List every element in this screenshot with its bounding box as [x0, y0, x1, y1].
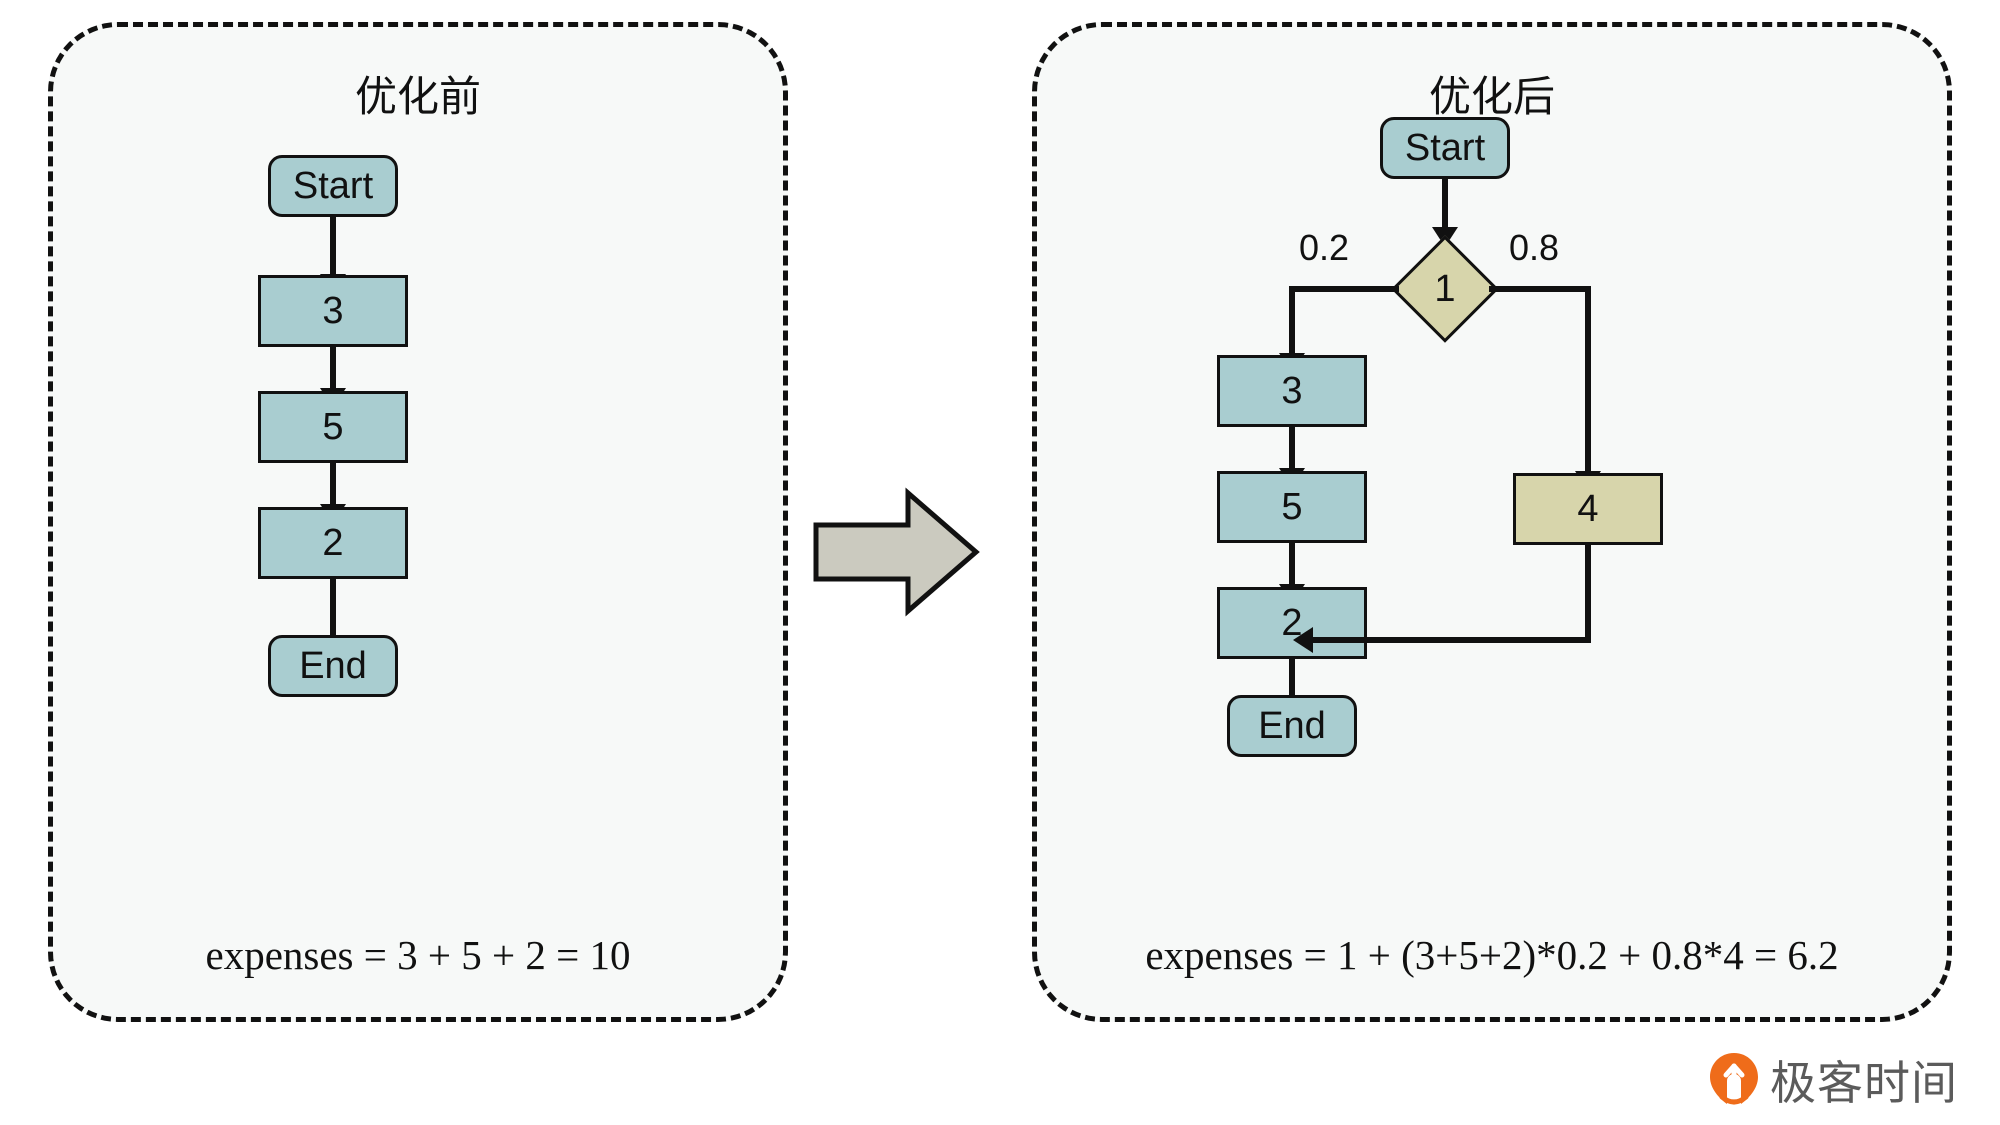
node-before-2-label: 2: [322, 521, 344, 564]
node-before-start[interactable]: Start: [268, 155, 398, 217]
geektime-logo-icon: [1708, 1051, 1760, 1109]
edge-before-5-to-2: [330, 463, 336, 509]
edge-after-4-merge: [1312, 637, 1591, 643]
panel-before-title: 优化前: [354, 73, 481, 120]
node-after-decision[interactable]: 1: [1391, 235, 1499, 343]
node-after-3[interactable]: 3: [1217, 355, 1367, 427]
edge-after-5-to-2: [1289, 543, 1295, 589]
node-after-start-label: Start: [1404, 126, 1486, 169]
node-after-2[interactable]: 2: [1217, 587, 1367, 659]
formula-after: expenses = 1 + (3+5+2)*0.2 + 0.8*4 = 6.2: [1145, 932, 1839, 978]
node-before-3-label: 3: [322, 289, 344, 332]
node-before-end-label: End: [299, 644, 367, 687]
watermark-text: 极客时间: [1770, 1057, 1958, 1109]
node-after-end[interactable]: End: [1227, 695, 1357, 757]
node-before-3[interactable]: 3: [258, 275, 408, 347]
edge-label-0-8: 0.8: [1509, 227, 1560, 268]
node-after-5-label: 5: [1281, 485, 1303, 528]
edge-after-right-down: [1585, 286, 1591, 476]
node-before-end[interactable]: End: [268, 635, 398, 697]
edge-after-decision-left: [1289, 286, 1399, 292]
watermark: 极客时间: [1708, 1047, 1958, 1113]
node-after-4[interactable]: 4: [1513, 473, 1663, 545]
panel-before-optimization: 优化前 Start 3 5 2 End expenses = 3 + 5 + 2: [48, 22, 788, 1022]
node-before-5-label: 5: [322, 405, 344, 448]
edge-after-start-to-decision: [1442, 179, 1448, 237]
edge-label-0-2: 0.2: [1299, 227, 1350, 268]
formula-before: expenses = 3 + 5 + 2 = 10: [205, 932, 631, 978]
node-after-5[interactable]: 5: [1217, 471, 1367, 543]
node-after-3-label: 3: [1281, 369, 1303, 412]
edge-before-3-to-5: [330, 347, 336, 393]
edge-before-2-to-end: [330, 579, 336, 641]
node-after-4-label: 4: [1577, 487, 1599, 530]
panel-after-optimization: 优化后 Start 1 0.2 0.8 3 5: [1032, 22, 1952, 1022]
node-after-start[interactable]: Start: [1380, 117, 1510, 179]
node-after-end-label: End: [1258, 704, 1326, 747]
edge-before-start-to-3: [330, 217, 336, 279]
edge-after-4-down: [1585, 545, 1591, 643]
edge-after-left-down: [1289, 286, 1295, 358]
node-after-decision-label: 1: [1434, 267, 1456, 310]
panel-after-title: 优化后: [1428, 73, 1555, 120]
edge-after-2-to-end: [1289, 659, 1295, 701]
edge-after-decision-right: [1489, 286, 1591, 292]
transform-arrow-icon: [812, 487, 980, 617]
node-before-2[interactable]: 2: [258, 507, 408, 579]
edge-after-3-to-5: [1289, 427, 1295, 473]
node-before-start-label: Start: [292, 164, 374, 207]
arrowhead-after-merge: [1293, 627, 1313, 653]
node-before-5[interactable]: 5: [258, 391, 408, 463]
